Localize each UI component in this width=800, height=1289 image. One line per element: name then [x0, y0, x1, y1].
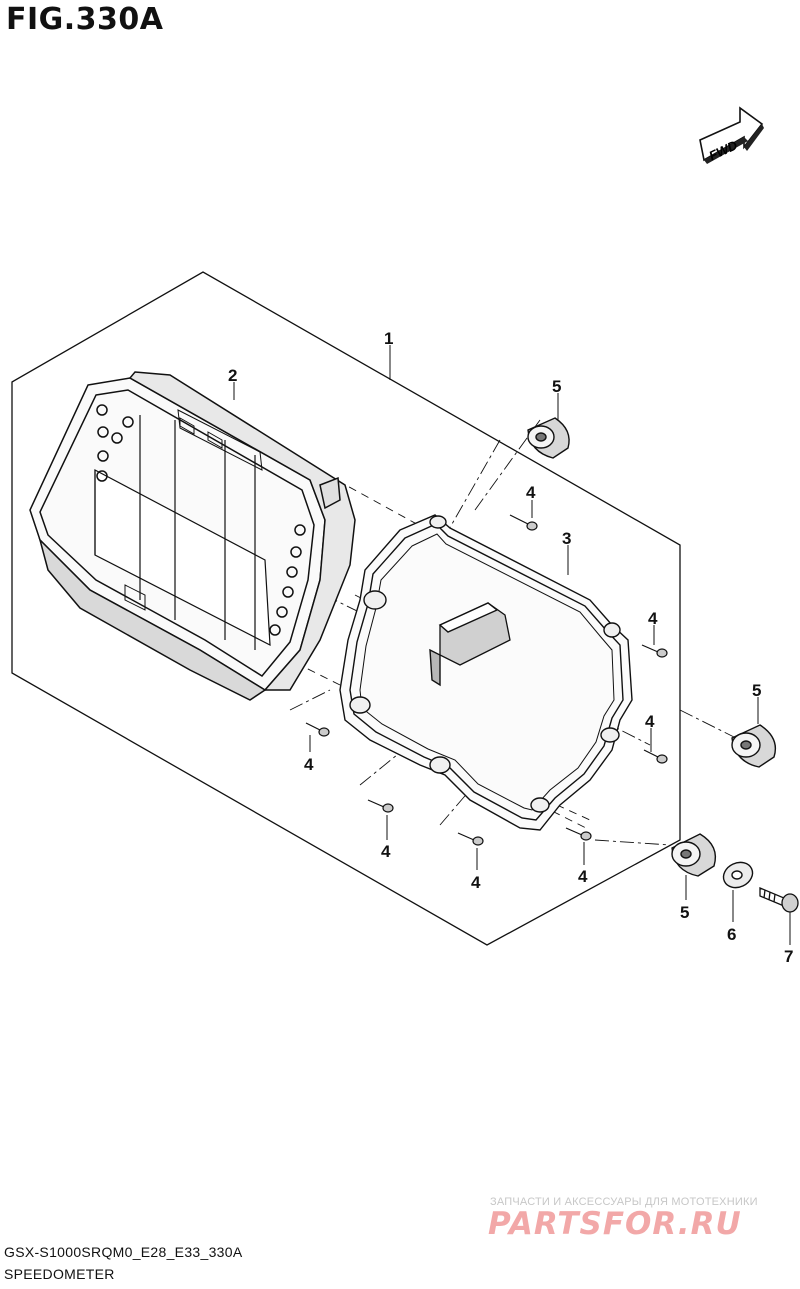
diagram-code: GSX-S1000SRQM0_E28_E33_330A [4, 1244, 243, 1260]
grommet-icon-5c [671, 833, 717, 877]
callout-4f: 4 [471, 873, 481, 892]
grommet-icon-5a [527, 417, 570, 459]
screw-icon-4a [509, 514, 538, 531]
callout-6: 6 [727, 925, 736, 944]
fwd-arrow-icon: FWD [699, 106, 764, 164]
callout-1: 1 [384, 329, 393, 348]
callout-4g: 4 [578, 867, 588, 886]
watermark-tagline: ЗАПЧАСТИ И АКСЕССУАРЫ ДЛЯ МОТОТЕХНИКИ [490, 1196, 758, 1208]
washer-icon [722, 861, 754, 889]
figure-title: FIG.330A [6, 2, 164, 37]
callout-4e: 4 [381, 842, 391, 861]
grommet-icons [527, 417, 777, 877]
rear-cover-bosses [349, 515, 621, 813]
callout-4a: 4 [526, 483, 536, 502]
callout-3: 3 [562, 529, 571, 548]
callout-4c: 4 [645, 712, 655, 731]
grommet-icon-5b [731, 724, 777, 768]
callout-2: 2 [228, 366, 237, 385]
meter-rear-cover [339, 514, 633, 831]
screw-icon-4b [641, 644, 668, 658]
callout-5c: 5 [680, 903, 689, 922]
screw-icon-4e [367, 799, 394, 813]
leader-lines [233, 345, 791, 945]
screw-icon-4f [457, 832, 484, 846]
screw-icon-4d [305, 722, 330, 737]
diagram-name: SPEEDOMETER [4, 1266, 115, 1282]
callout-4b: 4 [648, 609, 658, 628]
watermark-logo: PARTSFOR.RU [488, 1206, 742, 1242]
callout-labels: 1 2 3 4 4 4 4 4 4 4 5 5 5 6 7 [228, 329, 793, 966]
meter-case [29, 371, 356, 701]
screw-icons [305, 514, 668, 846]
screw-icon-4c [643, 749, 668, 764]
assembly-outline [11, 271, 681, 946]
screw-icon-4g [565, 827, 592, 841]
callout-5a: 5 [552, 377, 561, 396]
bolt-icon [759, 887, 799, 913]
callout-4d: 4 [304, 755, 314, 774]
callout-5b: 5 [752, 681, 761, 700]
callout-7: 7 [784, 947, 793, 966]
